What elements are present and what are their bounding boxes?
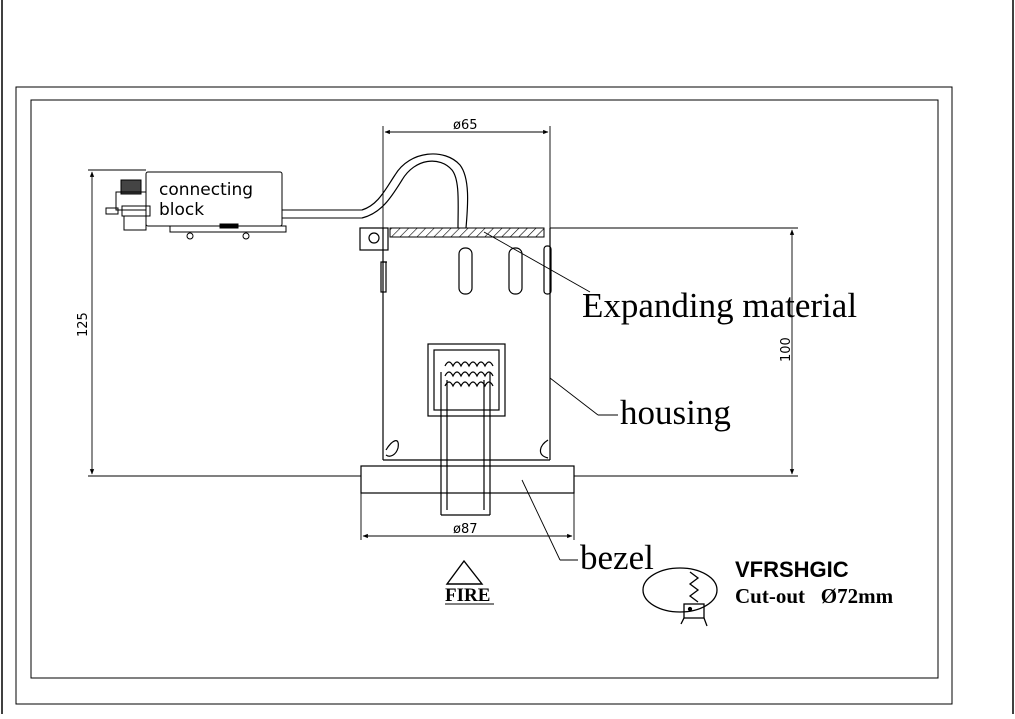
dimension-left: 125 <box>76 312 91 337</box>
insulation-contact-icon <box>642 567 718 627</box>
spring-clip <box>427 343 506 516</box>
expanding-material-band <box>389 227 545 238</box>
dimension-lines <box>88 126 798 540</box>
leader-lines <box>483 231 618 561</box>
product-model: VFRSHGIC <box>735 557 849 582</box>
label-bezel: bezel <box>580 538 654 577</box>
label-housing: housing <box>620 393 731 432</box>
dimension-top: ø65 <box>453 118 478 133</box>
fire-rated-symbol: FIRE <box>445 559 494 606</box>
connecting-block-label-1: connecting <box>159 180 253 200</box>
fire-triangle-icon <box>445 559 484 585</box>
dimension-right: 100 <box>779 337 794 362</box>
bezel <box>360 465 575 494</box>
cable <box>361 153 469 229</box>
product-cutout: Cut-out Ø72mm <box>735 584 894 608</box>
fire-label: FIRE <box>445 585 490 606</box>
connecting-block <box>105 171 362 240</box>
dimension-bottom: ø87 <box>453 522 478 537</box>
connecting-block-label-2: block <box>159 200 204 220</box>
label-expanding-material: Expanding material <box>582 286 857 325</box>
housing <box>359 227 552 461</box>
